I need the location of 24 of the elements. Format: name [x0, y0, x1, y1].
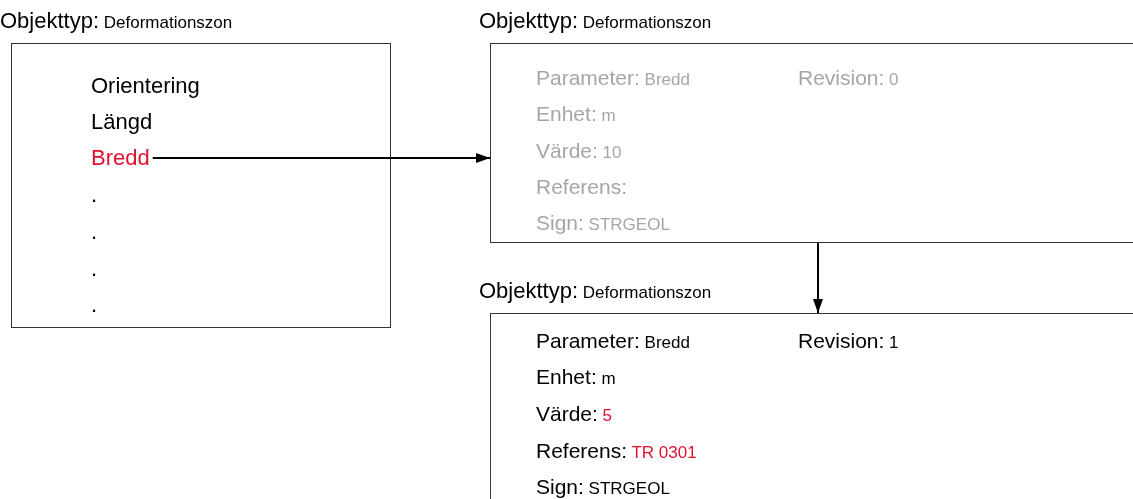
- list-item: .: [91, 181, 98, 209]
- list-item: Bredd: [91, 144, 150, 172]
- object-type-heading: Objekttyp: Deformationszon: [479, 7, 712, 35]
- arrow: [151, 153, 491, 163]
- attribute-text: Värde: 10: [536, 138, 622, 164]
- arrow: [813, 242, 823, 314]
- list-item: .: [91, 255, 98, 283]
- list-item: .: [91, 218, 98, 246]
- attribute-text: Enhet: m: [536, 101, 616, 127]
- attribute-text: Sign: STRGEOL: [536, 210, 670, 236]
- attribute-text: Parameter: Bredd: [536, 328, 690, 354]
- attribute-text: Parameter: Bredd: [536, 65, 690, 91]
- attribute-text: Revision: 1: [798, 328, 899, 354]
- attribute-text: Värde: 5: [536, 401, 613, 427]
- object-type-heading: Objekttyp: Deformationszon: [479, 277, 712, 305]
- list-item: .: [91, 291, 98, 319]
- attribute-text: Enhet: m: [536, 364, 616, 390]
- attribute-text: Referens:: [536, 174, 628, 200]
- object-type-heading: Objekttyp: Deformationszon: [0, 7, 233, 35]
- list-item: Längd: [91, 108, 153, 136]
- attribute-text: Revision: 0: [798, 65, 899, 91]
- attribute-text: Referens: TR 0301: [536, 438, 697, 464]
- attribute-text: Sign: STRGEOL: [536, 474, 670, 499]
- list-item: Orientering: [91, 72, 200, 100]
